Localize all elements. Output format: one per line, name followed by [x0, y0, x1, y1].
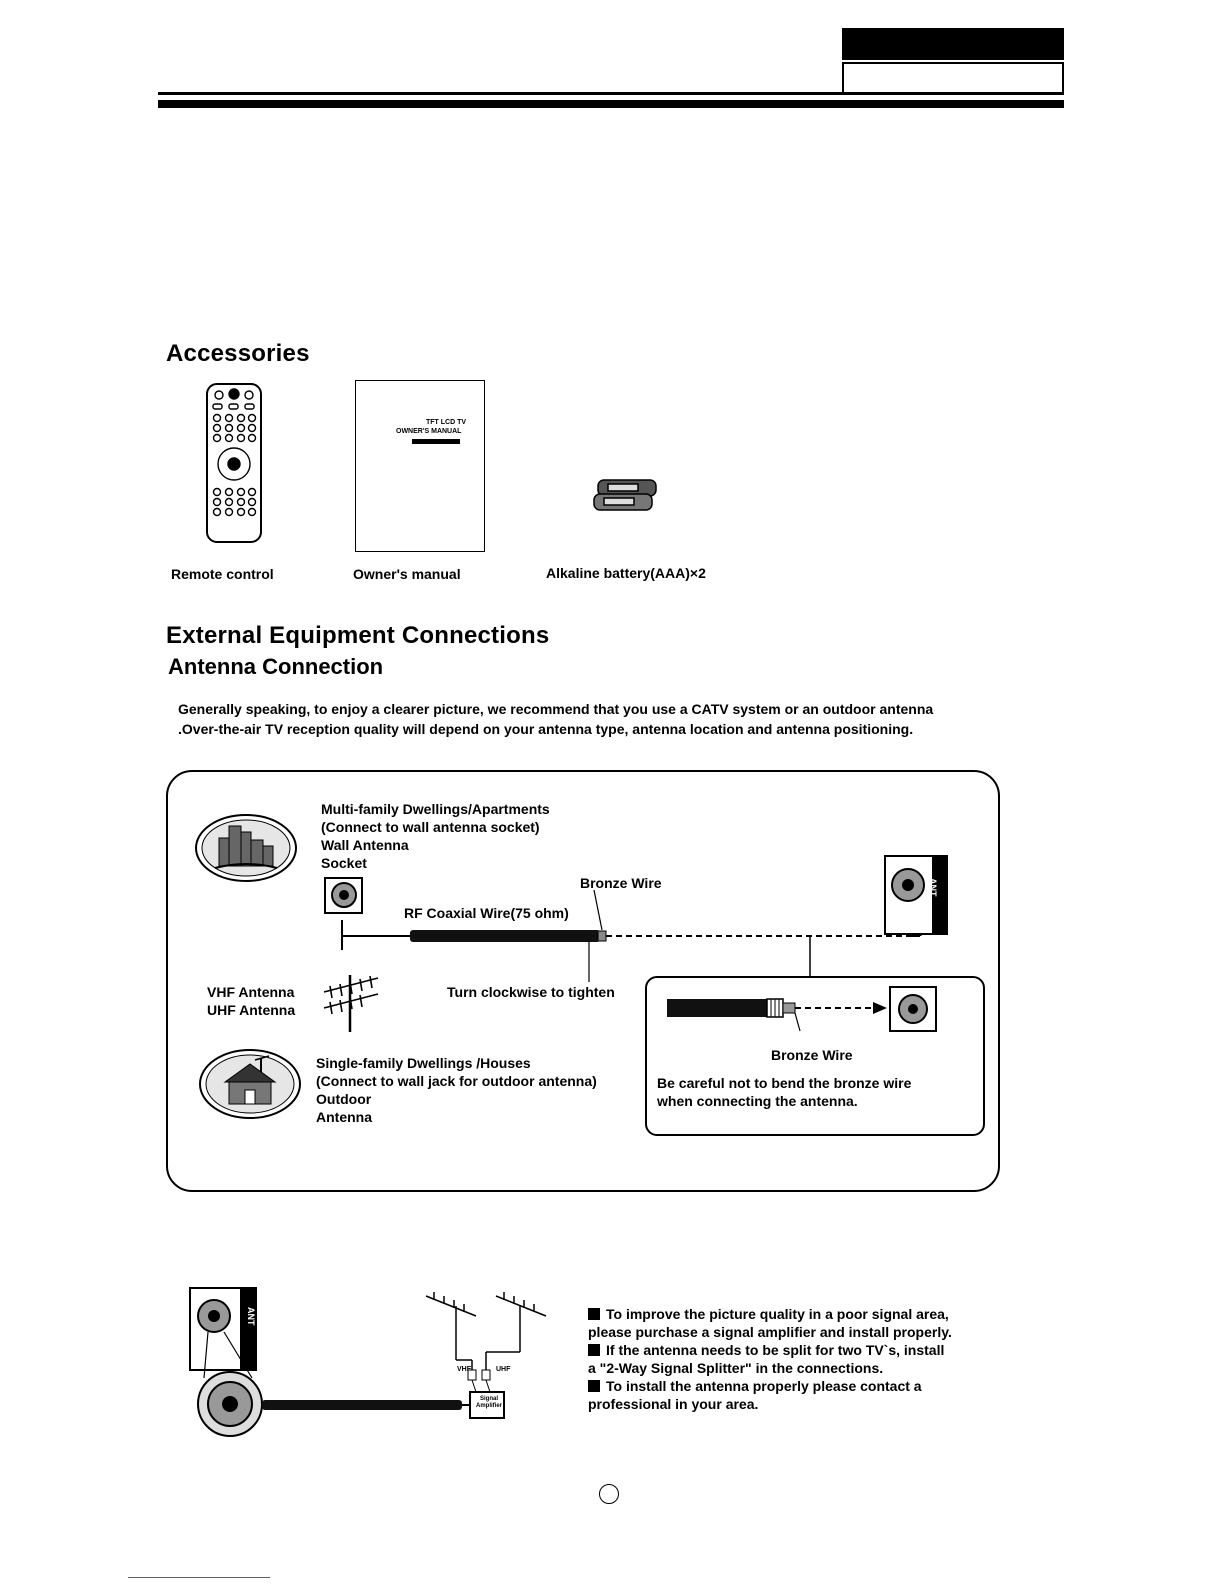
owners-manual-image: TFT LCD TV OWNER'S MANUAL [355, 380, 485, 552]
connections-title: External Equipment Connections [166, 622, 550, 649]
bronze-wire-label-top: Bronze Wire [580, 875, 662, 891]
manual-cover-bar [412, 439, 460, 444]
caution-line1: Be careful not to bend the bronze wire [657, 1075, 912, 1091]
amplifier-label: Signal Amplifier [474, 1396, 504, 1410]
inset-connector-illustration [667, 986, 937, 1032]
note-bullet-icon [588, 1380, 600, 1392]
page-number-circle [599, 1484, 619, 1504]
house-icon [199, 1049, 301, 1119]
header-tab-outline [842, 62, 1064, 94]
apartment-buildings-icon [195, 814, 297, 882]
lower-vhf-label: VHF [457, 1366, 471, 1373]
header-rule-thin [158, 92, 1064, 95]
footer-link-underline[interactable] [128, 1577, 270, 1578]
amplifier-label-line1: Signal [479, 1396, 498, 1402]
battery-image [593, 479, 657, 511]
owners-manual-caption: Owner's manual [353, 566, 461, 582]
lower-uhf-label: UHF [496, 1366, 511, 1373]
multi-family-line1: Multi-family Dwellings/Apartments [321, 801, 550, 817]
antenna-diagram-frame [166, 770, 1000, 1192]
header-tab-black [842, 28, 1064, 60]
amplifier-label-line2: Amplifier [475, 1403, 502, 1409]
note-1-line1: To improve the picture quality in a poor… [588, 1305, 952, 1323]
single-family-line4: Antenna [316, 1109, 372, 1125]
multi-family-line2: (Connect to wall antenna socket) [321, 819, 540, 835]
single-family-line2: (Connect to wall jack for outdoor antenn… [316, 1073, 597, 1089]
note-3-line1: To install the antenna properly please c… [588, 1377, 952, 1395]
manual-cover-line1: TFT LCD TV [426, 419, 467, 426]
accessories-title: Accessories [166, 340, 310, 367]
multi-family-text: Multi-family Dwellings/Apartments (Conne… [321, 800, 550, 872]
turn-clockwise-label: Turn clockwise to tighten [447, 984, 615, 1000]
note-1-line2: please purchase a signal amplifier and i… [588, 1324, 952, 1340]
single-family-line1: Single-family Dwellings /Houses [316, 1055, 531, 1071]
multi-family-line4: Socket [321, 855, 367, 871]
lower-ant-label: ANT [246, 1307, 256, 1326]
caution-text: Be careful not to bend the bronze wire w… [657, 1074, 911, 1110]
note-3-line2: professional in your area. [588, 1396, 759, 1412]
note-2-line1: If the antenna needs to be split for two… [588, 1341, 952, 1359]
note-bullet-icon [588, 1344, 600, 1356]
rf-coaxial-wire-label: RF Coaxial Wire(75 ohm) [404, 905, 569, 921]
manual-cover-line2: OWNER'S MANUAL [396, 428, 462, 435]
signal-amplifier-figure [189, 1287, 547, 1437]
installation-notes: To improve the picture quality in a poor… [588, 1305, 952, 1413]
antenna-intro-paragraph: Generally speaking, to enjoy a clearer p… [178, 701, 934, 737]
remote-control-image [206, 383, 262, 543]
header-rule-thick [158, 100, 1064, 108]
antenna-diagram-wiring [341, 889, 928, 1032]
note-bullet-icon [588, 1308, 600, 1320]
multi-family-line3: Wall Antenna [321, 837, 409, 853]
wall-antenna-socket-icon [324, 877, 363, 914]
vhf-antenna-label: VHF Antenna [207, 984, 295, 1000]
tv-ant-panel [884, 855, 948, 935]
battery-caption: Alkaline battery(AAA)×2 [546, 565, 706, 581]
tv-ant-label: ANT [928, 878, 938, 897]
antenna-connection-subtitle: Antenna Connection [168, 654, 384, 679]
remote-control-caption: Remote control [171, 566, 274, 582]
single-family-line3: Outdoor [316, 1091, 372, 1107]
single-family-text: Single-family Dwellings /Houses (Connect… [316, 1054, 597, 1126]
bronze-wire-label-inset: Bronze Wire [771, 1047, 853, 1063]
caution-line2: when connecting the antenna. [657, 1093, 858, 1109]
uhf-antenna-label: UHF Antenna [207, 1002, 296, 1018]
vhf-uhf-antenna-icon [323, 975, 379, 1015]
note-2-line2: a "2-Way Signal Splitter" in the connect… [588, 1360, 884, 1376]
